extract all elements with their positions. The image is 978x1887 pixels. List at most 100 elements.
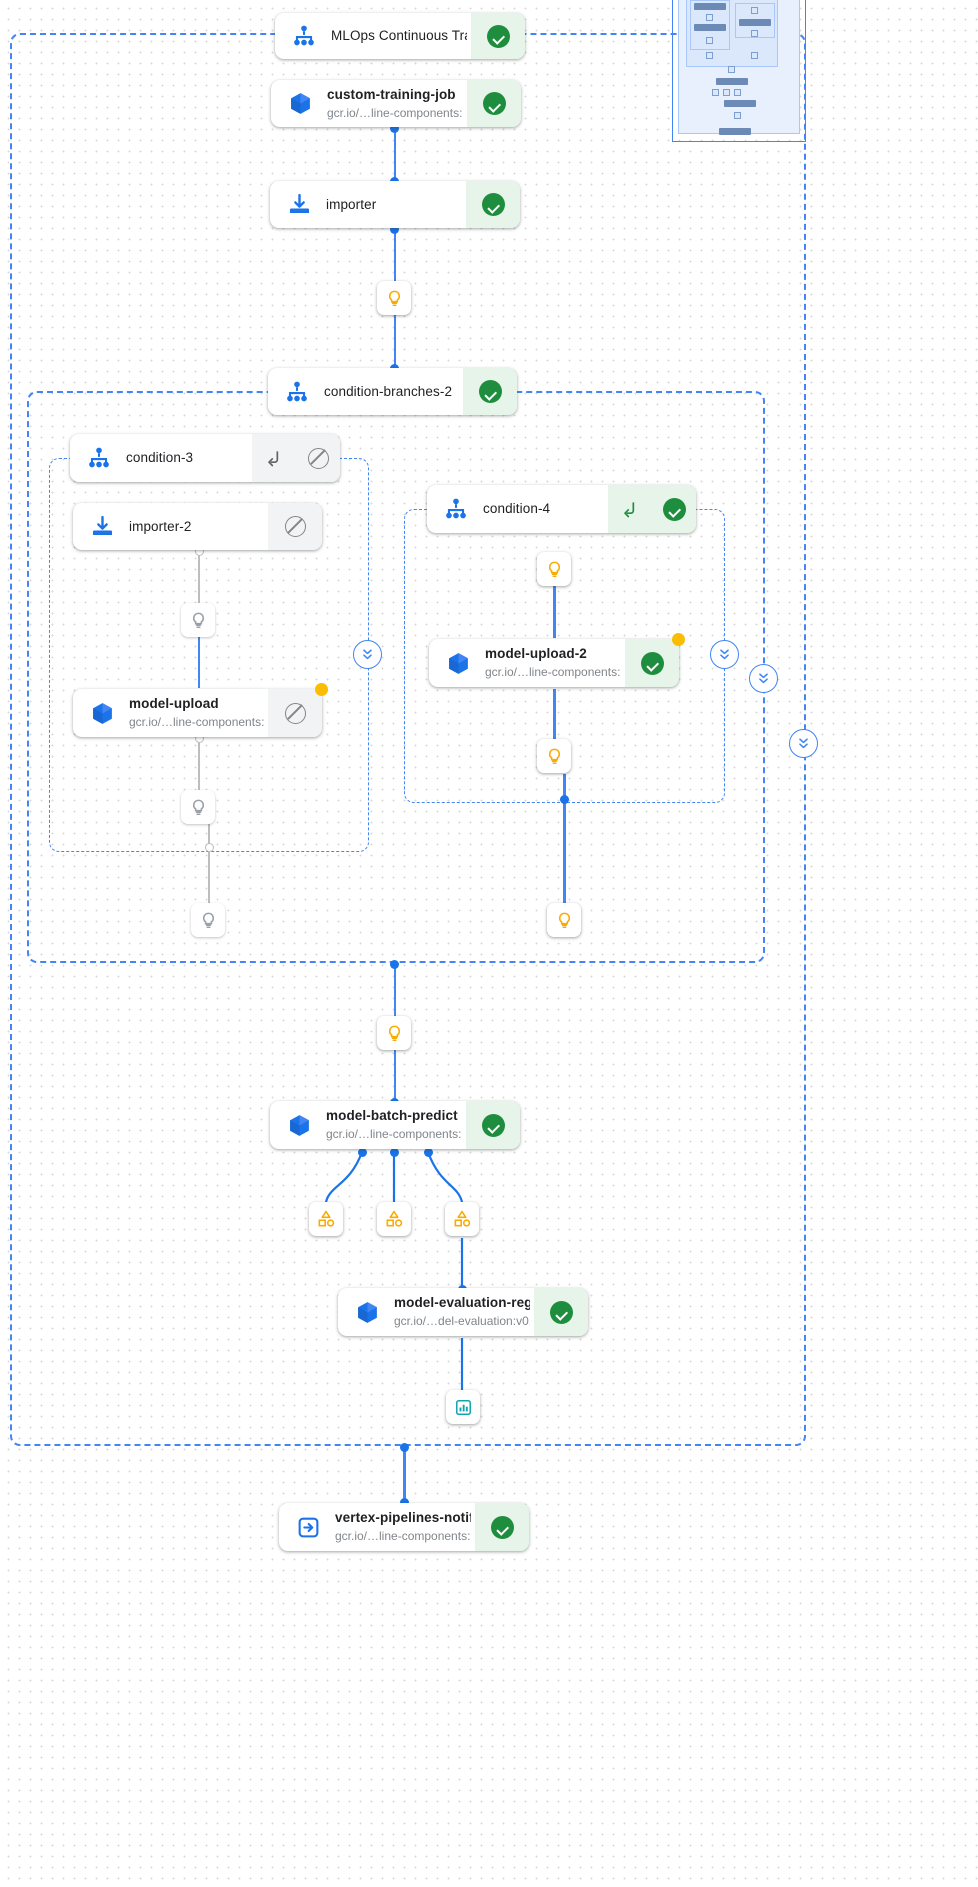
edge-custom-training-to-importer (393, 127, 396, 181)
check-circle-icon (482, 92, 506, 115)
subdag-expand-badge[interactable] (608, 485, 652, 533)
component-cube-icon (352, 1297, 382, 1327)
node-text: model-batch-predict gcr.io/…line-compone… (326, 1107, 462, 1143)
check-circle-icon (662, 497, 686, 521)
subdag-arrow-icon (268, 451, 279, 467)
artifact-chip-branches-out[interactable] (377, 1016, 411, 1050)
minimap-overview[interactable] (678, 0, 800, 135)
edge-dot-hollow (205, 843, 214, 852)
node-text: condition-3 (126, 449, 193, 467)
minimap-node (694, 3, 726, 10)
node-condition-branches-2[interactable]: condition-branches-2 (268, 368, 517, 415)
node-model-upload[interactable]: model-upload gcr.io/…line-components:2.6… (73, 683, 328, 737)
expander-condition-3[interactable] (353, 640, 382, 669)
status-badge-succeeded[interactable] (652, 485, 696, 533)
edge-model-upload-to-artifact (197, 738, 200, 791)
check-circle-icon (486, 24, 510, 48)
node-title: MLOps Continuous Traini… (331, 28, 467, 43)
subdag-expand-badge[interactable] (252, 434, 296, 482)
edge-dot (399, 1498, 409, 1507)
node-body: importer (270, 181, 466, 228)
warning-dot-icon (672, 633, 685, 646)
node-model-evaluation-regression[interactable]: model-evaluation-regres… gcr.io/…del-eva… (338, 1288, 588, 1336)
minimap-artifact (751, 30, 758, 37)
edge-dot (390, 124, 399, 133)
edge-artifact-to-condition3-out (207, 824, 210, 904)
node-body: model-upload gcr.io/…line-components:2.6… (73, 689, 268, 737)
edge-artifact-to-model-upload (197, 637, 200, 688)
status-badge-succeeded[interactable] (466, 1101, 520, 1149)
check-circle-icon (640, 651, 664, 675)
edge-importer2-to-artifact (197, 551, 200, 604)
node-model-upload-2[interactable]: model-upload-2 gcr.io/…line-components:2… (429, 633, 685, 687)
minimap-artifact (712, 89, 719, 96)
expander-outer[interactable] (789, 729, 818, 758)
artifact-chip-batch-predict-2[interactable] (377, 1202, 411, 1236)
node-subtitle: gcr.io/…line-components:2.6.0 (326, 1127, 462, 1141)
artifact-chip-condition-4-in[interactable] (537, 552, 571, 586)
artifact-chip-batch-predict-3[interactable] (445, 1202, 479, 1236)
status-badge-skipped[interactable] (268, 503, 322, 550)
artifact-chip-condition-3-out[interactable] (191, 903, 225, 937)
status-badge-skipped[interactable] (268, 689, 322, 737)
no-entry-icon (307, 447, 329, 469)
edge-condition4-chain (563, 774, 566, 903)
edge-artifact-to-batch-predict (393, 1049, 396, 1101)
node-mlops-continuous-training[interactable]: MLOps Continuous Traini… (275, 13, 525, 59)
artifact-chip-after-importer[interactable] (377, 281, 411, 315)
expander-branches[interactable] (749, 664, 778, 693)
status-badge-succeeded[interactable] (466, 181, 520, 228)
check-circle-icon (478, 380, 502, 403)
minimap-artifact (706, 52, 713, 59)
artifact-chip-metrics[interactable] (446, 1390, 480, 1424)
status-badge-succeeded[interactable] (625, 639, 679, 687)
node-importer[interactable]: importer (270, 181, 520, 228)
artifact-chip-model-upload-out[interactable] (181, 790, 215, 824)
node-text: importer-2 (129, 518, 192, 536)
lightbulb-icon (192, 799, 204, 815)
node-body: condition-branches-2 (268, 368, 463, 415)
status-badge-succeeded[interactable] (534, 1288, 588, 1336)
node-custom-training-job[interactable]: custom-training-job gcr.io/…line-compone… (271, 80, 521, 127)
dag-hierarchy-icon (84, 443, 114, 473)
check-circle-icon (481, 1113, 505, 1137)
collapse-chevrons-icon (363, 649, 372, 660)
node-condition-4[interactable]: condition-4 (427, 485, 696, 533)
import-download-icon (284, 190, 314, 220)
expander-condition-4[interactable] (710, 640, 739, 669)
artifact-chip-model-upload-2-out[interactable] (537, 739, 571, 773)
node-text: condition-branches-2 (324, 383, 452, 401)
edge-importer-to-artifact (393, 228, 396, 281)
artifact-chip-condition-4-out[interactable] (547, 903, 581, 937)
node-vertex-pipelines-notification[interactable]: vertex-pipelines-notificat… gcr.io/…line… (279, 1503, 529, 1551)
status-badge-succeeded[interactable] (471, 13, 525, 59)
status-badge-skipped[interactable] (296, 434, 340, 482)
edge-branches-to-artifact (393, 963, 396, 1016)
artifact-chip-batch-predict-1[interactable] (309, 1202, 343, 1236)
minimap-artifact (734, 89, 741, 96)
node-subtitle: gcr.io/…line-components:2.6.0 (327, 105, 463, 120)
dataset-icon (386, 1210, 403, 1227)
node-body: condition-4 (427, 485, 608, 533)
edge-dot (399, 1443, 409, 1452)
lightbulb-icon (202, 912, 214, 928)
node-title: condition-branches-2 (324, 383, 453, 399)
status-badge-succeeded[interactable] (467, 80, 521, 127)
status-badge-succeeded[interactable] (463, 368, 517, 415)
collapse-chevrons-icon (799, 738, 808, 749)
edge-dot (424, 1148, 433, 1157)
node-importer-2[interactable]: importer-2 (73, 503, 322, 550)
artifact-chip-importer-2-out[interactable] (181, 603, 215, 637)
dag-hierarchy-icon (282, 377, 312, 407)
node-model-batch-predict[interactable]: model-batch-predict gcr.io/…line-compone… (270, 1101, 520, 1149)
no-entry-icon (284, 516, 306, 537)
component-cube-icon (443, 648, 473, 678)
node-subtitle: gcr.io/…line-components:2.6.0 (485, 665, 621, 679)
lightbulb-icon (548, 748, 560, 764)
node-condition-3[interactable]: condition-3 (70, 434, 340, 482)
status-badge-succeeded[interactable] (475, 1503, 529, 1551)
component-cube-icon (285, 89, 315, 119)
minimap-viewport[interactable] (672, 0, 806, 142)
edge-dot (390, 225, 399, 234)
